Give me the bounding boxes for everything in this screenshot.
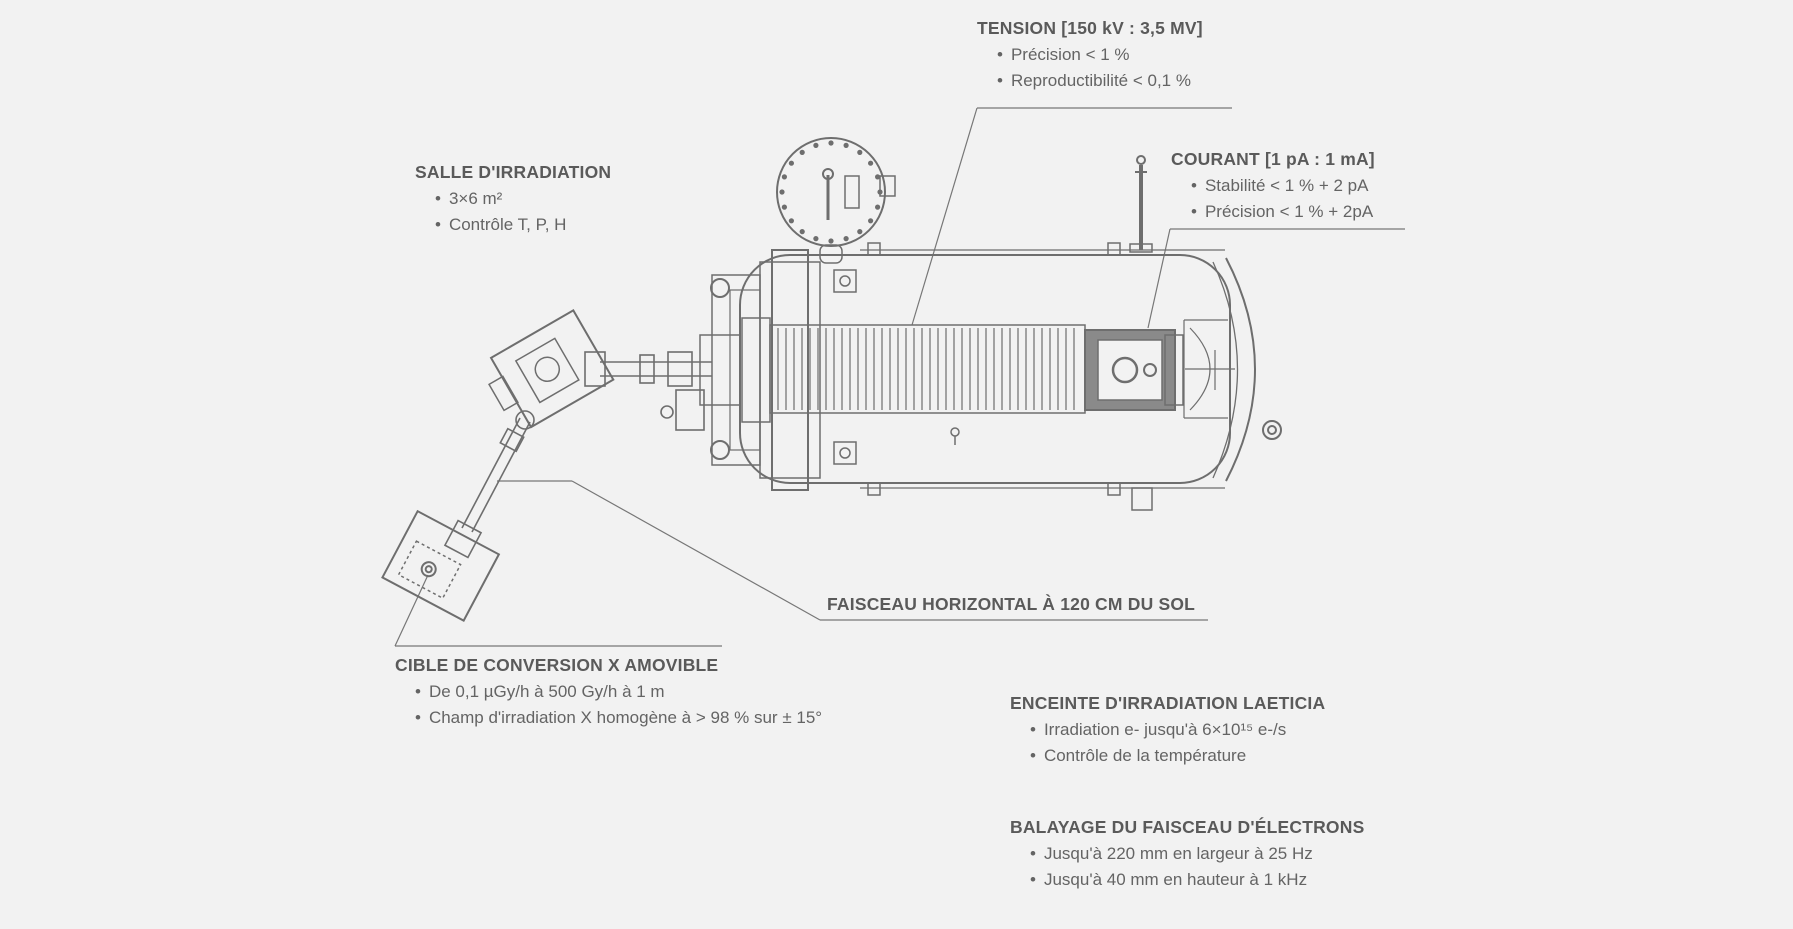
cover-bolt bbox=[813, 236, 819, 242]
cover-bolt bbox=[857, 149, 863, 155]
label-enceinte: ENCEINTE D'IRRADIATION LAETICIA Irradiat… bbox=[1010, 693, 1325, 769]
label-cible: CIBLE DE CONVERSION X AMOVIBLE De 0,1 µG… bbox=[395, 655, 822, 731]
cover-bolt bbox=[813, 142, 819, 148]
conversion-target bbox=[381, 509, 501, 622]
cible-item-champ: Champ d'irradiation X homogène à > 98 % … bbox=[415, 705, 822, 731]
enceinte-list: Irradiation e- jusqu'à 6×10¹⁵ e-/s Contr… bbox=[1010, 717, 1325, 769]
tension-item-precision: Précision < 1 % bbox=[997, 42, 1203, 68]
balayage-item-largeur: Jusqu'à 220 mm en largeur à 25 Hz bbox=[1030, 841, 1364, 867]
cover-bolt bbox=[868, 218, 874, 224]
balayage-item-hauteur: Jusqu'à 40 mm en hauteur à 1 kHz bbox=[1030, 867, 1364, 893]
tension-list: Précision < 1 % Reproductibilité < 0,1 % bbox=[977, 42, 1203, 94]
courant-item-stabilite: Stabilité < 1 % + 2 pA bbox=[1191, 173, 1375, 199]
bending-magnet bbox=[488, 308, 615, 429]
cover-bolt bbox=[781, 204, 788, 210]
courant-title: COURANT [1 pA : 1 mA] bbox=[1171, 149, 1375, 169]
cover-bolt bbox=[857, 229, 863, 235]
cover-bolt bbox=[799, 229, 805, 235]
top-vent bbox=[1129, 155, 1153, 253]
salle-item-surface: 3×6 m² bbox=[435, 186, 611, 212]
side-fittings bbox=[833, 242, 1153, 511]
cover-bolt bbox=[788, 160, 795, 166]
courant-list: Stabilité < 1 % + 2 pA Précision < 1 % +… bbox=[1171, 173, 1375, 225]
angled-beam-line bbox=[443, 410, 535, 559]
cover-bolt bbox=[843, 236, 849, 242]
cible-list: De 0,1 µGy/h à 500 Gy/h à 1 m Champ d'ir… bbox=[395, 679, 822, 731]
leader-cible-diag bbox=[394, 574, 429, 647]
salle-item-controle: Contrôle T, P, H bbox=[435, 212, 611, 238]
cover-bolt bbox=[828, 238, 834, 244]
enceinte-item-temperature: Contrôle de la température bbox=[1030, 743, 1325, 769]
cover-bolt bbox=[779, 189, 785, 195]
enceinte-item-irradiation: Irradiation e- jusqu'à 6×10¹⁵ e-/s bbox=[1030, 717, 1325, 743]
cover-bolt bbox=[781, 174, 788, 180]
label-tension: TENSION [150 kV : 3,5 MV] Précision < 1 … bbox=[977, 18, 1203, 94]
pressure-tank bbox=[739, 249, 1282, 489]
terminal-block bbox=[1084, 329, 1184, 411]
cover-bolt bbox=[843, 142, 849, 148]
label-balayage: BALAYAGE DU FAISCEAU D'ÉLECTRONS Jusqu'à… bbox=[1010, 817, 1364, 893]
manhole-cover bbox=[776, 137, 896, 264]
cover-bolt bbox=[788, 218, 795, 224]
cible-item-dose: De 0,1 µGy/h à 500 Gy/h à 1 m bbox=[415, 679, 822, 705]
leader-faisceau-diag bbox=[571, 480, 821, 621]
beam-line bbox=[584, 351, 712, 431]
label-salle: SALLE D'IRRADIATION 3×6 m² Contrôle T, P… bbox=[415, 162, 611, 238]
courant-item-precision: Précision < 1 % + 2pA bbox=[1191, 199, 1375, 225]
salle-title: SALLE D'IRRADIATION bbox=[415, 162, 612, 182]
label-faisceau: FAISCEAU HORIZONTAL À 120 CM DU SOL bbox=[827, 594, 1195, 618]
tension-title: TENSION [150 kV : 3,5 MV] bbox=[977, 18, 1203, 38]
leader-lines bbox=[394, 107, 1405, 647]
cover-bolt bbox=[875, 174, 881, 180]
cover-bolt bbox=[868, 160, 874, 166]
leader-tension-diag bbox=[911, 107, 978, 326]
balayage-title: BALAYAGE DU FAISCEAU D'ÉLECTRONS bbox=[1010, 817, 1365, 837]
enceinte-title: ENCEINTE D'IRRADIATION LAETICIA bbox=[1010, 693, 1326, 713]
faisceau-title: FAISCEAU HORIZONTAL À 120 CM DU SOL bbox=[827, 594, 1196, 614]
front-flange bbox=[699, 249, 821, 491]
leader-courant-diag bbox=[1147, 228, 1171, 329]
cover-bolt bbox=[875, 204, 881, 210]
accelerating-column bbox=[769, 324, 1086, 414]
cible-title: CIBLE DE CONVERSION X AMOVIBLE bbox=[395, 655, 719, 675]
tension-item-reproductibilite: Reproductibilité < 0,1 % bbox=[997, 68, 1203, 94]
balayage-list: Jusqu'à 220 mm en largeur à 25 Hz Jusqu'… bbox=[1010, 841, 1364, 893]
cover-bolt bbox=[799, 149, 805, 155]
label-courant: COURANT [1 pA : 1 mA] Stabilité < 1 % + … bbox=[1171, 149, 1375, 225]
salle-list: 3×6 m² Contrôle T, P, H bbox=[415, 186, 611, 238]
cover-bolt bbox=[828, 140, 834, 146]
